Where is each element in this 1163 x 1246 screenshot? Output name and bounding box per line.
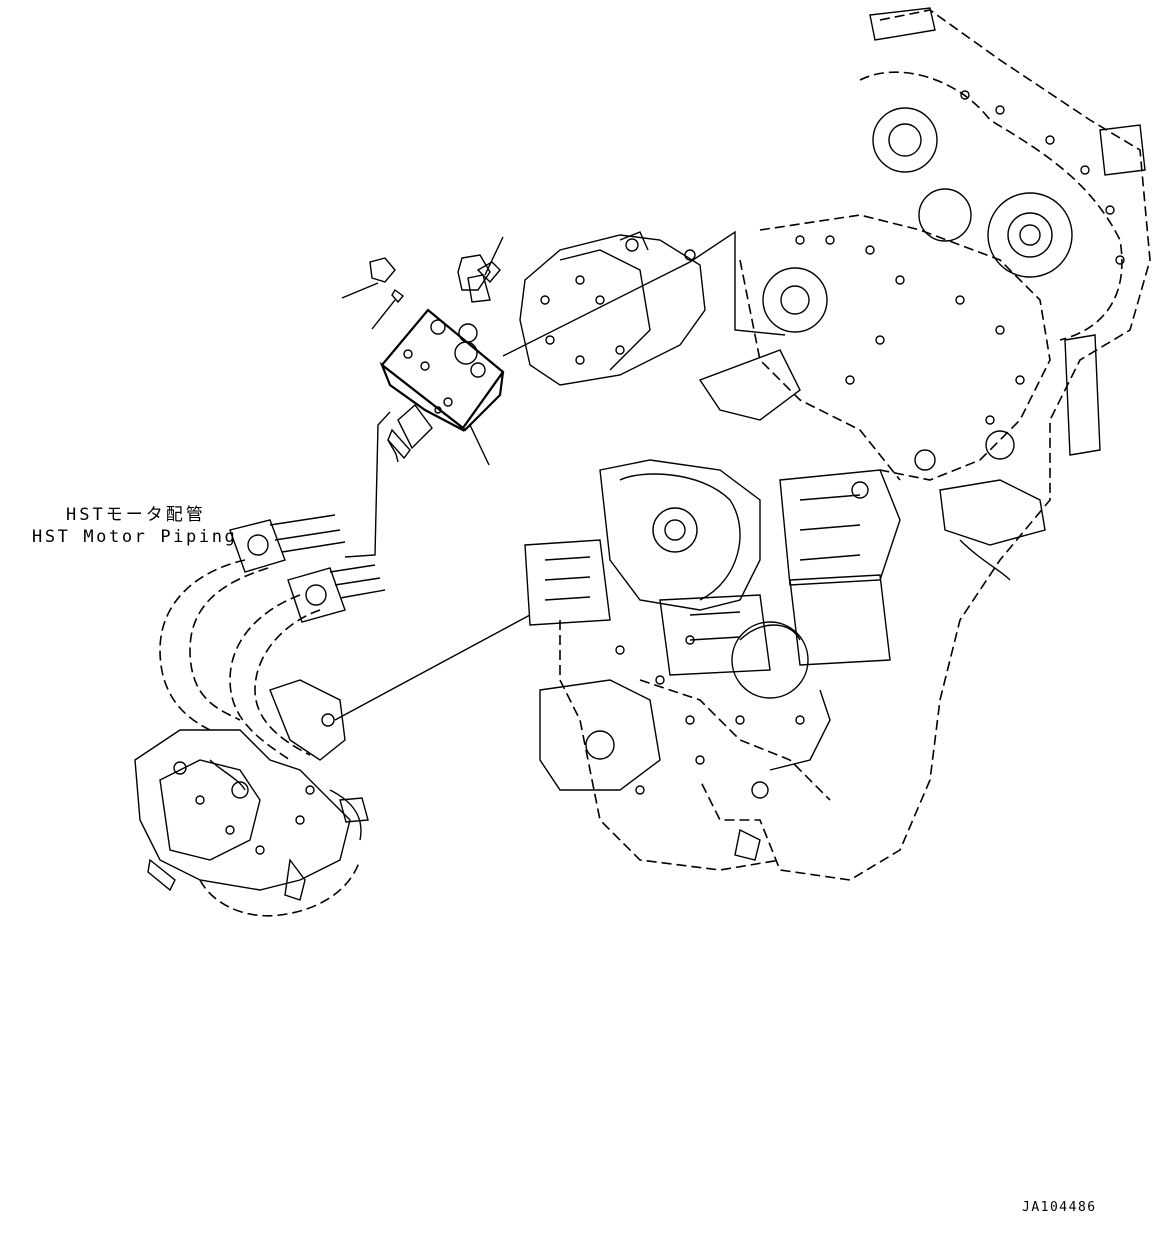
transmission-housing [698, 7, 1151, 881]
section-label-jp: HSTモータ配管 [66, 505, 206, 525]
hst-motor-piping [134, 514, 386, 917]
hst-motor [519, 231, 706, 386]
drawing-number: JA104486 [1022, 1200, 1097, 1215]
pump-assembly [524, 459, 1046, 871]
section-label-en: HST Motor Piping [32, 527, 238, 547]
leader-lines [334, 230, 786, 721]
valve-block [369, 254, 505, 463]
